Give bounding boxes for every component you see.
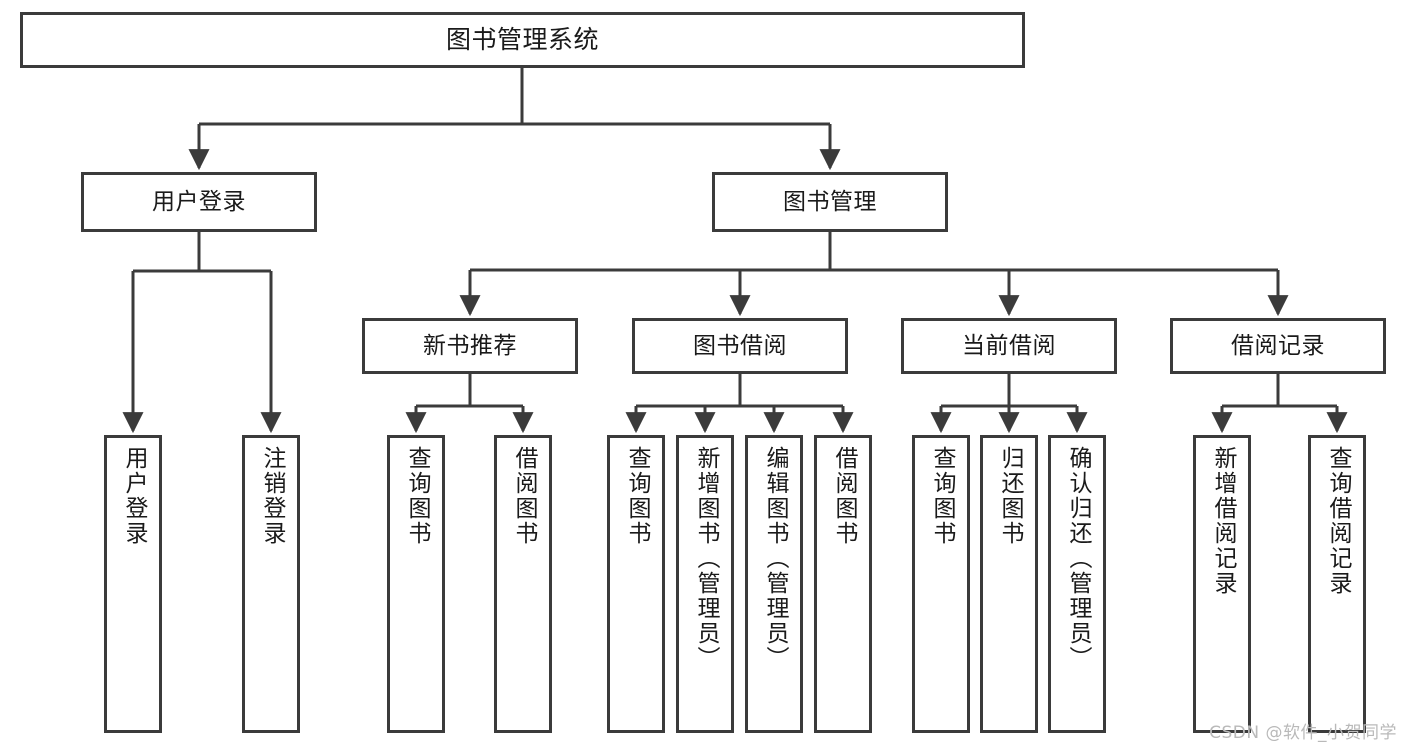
node-leaf-logout[interactable]: 注销登录 <box>242 435 300 733</box>
node-book-borrow-label: 图书借阅 <box>693 332 787 359</box>
node-current-borrow-label: 当前借阅 <box>962 332 1056 359</box>
node-borrow-record[interactable]: 借阅记录 <box>1170 318 1386 374</box>
node-leaf-confirm-return-label: 确认归还（管理员） <box>1064 446 1091 671</box>
node-leaf-borrow-book-1-label: 借阅图书 <box>510 446 537 546</box>
node-leaf-query-book-2[interactable]: 查询图书 <box>607 435 665 733</box>
node-borrow-record-label: 借阅记录 <box>1231 332 1325 359</box>
node-new-book-recommend[interactable]: 新书推荐 <box>362 318 578 374</box>
node-leaf-borrow-book-1[interactable]: 借阅图书 <box>494 435 552 733</box>
node-book-manage[interactable]: 图书管理 <box>712 172 948 232</box>
node-leaf-confirm-return[interactable]: 确认归还（管理员） <box>1048 435 1106 733</box>
node-leaf-query-record-label: 查询借阅记录 <box>1324 446 1351 596</box>
node-book-manage-label: 图书管理 <box>783 188 877 215</box>
node-leaf-borrow-book-2-label: 借阅图书 <box>830 446 857 546</box>
node-leaf-edit-book[interactable]: 编辑图书（管理员） <box>745 435 803 733</box>
node-leaf-borrow-book-2[interactable]: 借阅图书 <box>814 435 872 733</box>
node-user-login[interactable]: 用户登录 <box>81 172 317 232</box>
node-leaf-return-book[interactable]: 归还图书 <box>980 435 1038 733</box>
watermark: CSDN @软件_小贺同学 <box>1209 723 1397 743</box>
node-leaf-add-book[interactable]: 新增图书（管理员） <box>676 435 734 733</box>
node-leaf-add-book-label: 新增图书（管理员） <box>692 446 719 671</box>
node-root-system[interactable]: 图书管理系统 <box>20 12 1025 68</box>
node-new-book-recommend-label: 新书推荐 <box>423 332 517 359</box>
node-root-system-label: 图书管理系统 <box>445 24 599 54</box>
node-leaf-query-book-1[interactable]: 查询图书 <box>387 435 445 733</box>
node-leaf-edit-book-label: 编辑图书（管理员） <box>761 446 788 671</box>
node-leaf-query-book-3-label: 查询图书 <box>928 446 955 546</box>
node-leaf-query-book-3[interactable]: 查询图书 <box>912 435 970 733</box>
node-user-login-label: 用户登录 <box>152 188 246 215</box>
node-leaf-add-record-label: 新增借阅记录 <box>1209 446 1236 596</box>
node-current-borrow[interactable]: 当前借阅 <box>901 318 1117 374</box>
node-book-borrow[interactable]: 图书借阅 <box>632 318 848 374</box>
node-leaf-query-book-2-label: 查询图书 <box>623 446 650 546</box>
node-leaf-return-book-label: 归还图书 <box>996 446 1023 546</box>
node-leaf-logout-label: 注销登录 <box>258 446 285 546</box>
node-leaf-query-book-1-label: 查询图书 <box>403 446 430 546</box>
node-leaf-user-login-label: 用户登录 <box>120 446 147 546</box>
node-leaf-query-record[interactable]: 查询借阅记录 <box>1308 435 1366 733</box>
node-leaf-user-login[interactable]: 用户登录 <box>104 435 162 733</box>
node-leaf-add-record[interactable]: 新增借阅记录 <box>1193 435 1251 733</box>
